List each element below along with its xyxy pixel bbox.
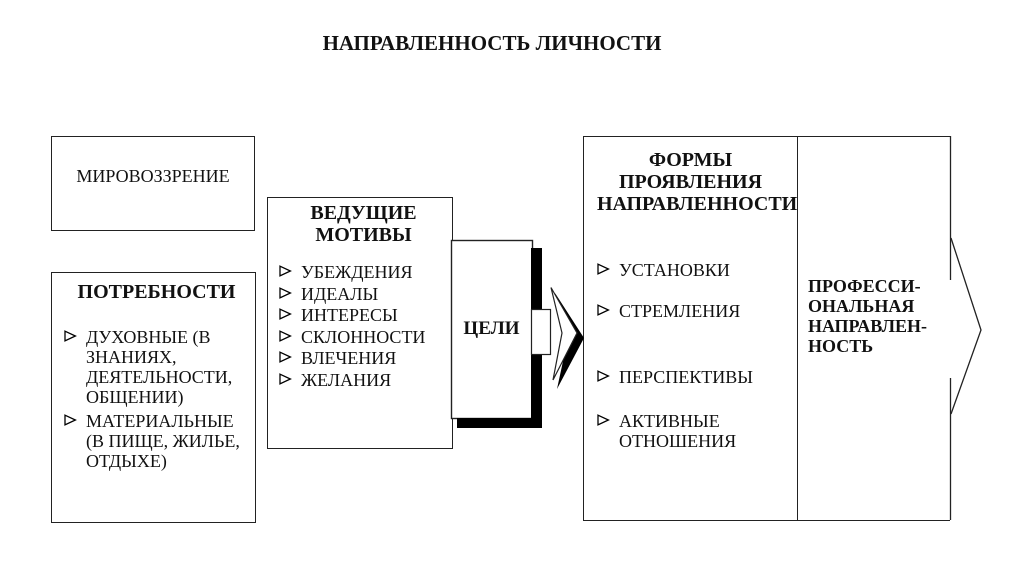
arrowhead-bullet-icon: [597, 367, 619, 382]
arrowhead-bullet-icon: [597, 411, 619, 426]
list-item-label: ВЛЕЧЕНИЯ: [301, 348, 397, 368]
goals-label: ЦЕЛИ: [463, 318, 520, 339]
needs-list: ДУХОВНЫЕ (В ЗНАНИЯХ, ДЕЯТЕЛЬНОСТИ, ОБЩЕН…: [64, 327, 249, 471]
list-item: ЖЕЛАНИЯ: [279, 370, 448, 392]
professional-orientation-section: ПРОФЕССИ- ОНАЛЬНАЯ НАПРАВЛЕН- НОСТЬ: [797, 136, 950, 521]
list-item-label: АКТИВНЫЕ ОТНОШЕНИЯ: [619, 411, 737, 451]
list-item-label: ИНТЕРЕСЫ: [301, 305, 398, 325]
list-item: ИНТЕРЕСЫ: [279, 305, 448, 327]
list-item-label: ЖЕЛАНИЯ: [301, 369, 392, 390]
diagram-title: НАПРАВЛЕННОСТЬ ЛИЧНОСТИ: [322, 31, 662, 55]
goals-block-arrow-icon: [450, 239, 584, 428]
motives-list: УБЕЖДЕНИЯ ИДЕАЛЫ ИНТЕРЕСЫ СКЛОННОСТИ: [279, 262, 448, 391]
list-item: ИДЕАЛЫ: [279, 284, 448, 306]
list-item: УБЕЖДЕНИЯ: [279, 262, 448, 284]
arrowhead-bullet-icon: [597, 260, 619, 275]
arrowhead-bullet-icon: [279, 348, 301, 363]
list-item-label: СКЛОННОСТИ: [301, 326, 426, 347]
arrowhead-bullet-icon: [279, 327, 301, 342]
list-item: СКЛОННОСТИ: [279, 327, 448, 349]
manifestation-forms-box: ФОРМЫ ПРОЯВЛЕНИЯ НАПРАВЛЕННОСТИ УСТАНОВК…: [583, 136, 798, 521]
list-item-label: СТРЕМЛЕНИЯ: [619, 301, 741, 321]
arrowhead-bullet-icon: [279, 370, 301, 385]
arrowhead-bullet-icon: [597, 301, 619, 316]
needs-title: ПОТРЕБНОСТИ: [77, 281, 236, 303]
list-item-label: ИДЕАЛЫ: [301, 283, 379, 304]
list-item-label: ПЕРСПЕКТИВЫ: [619, 367, 753, 387]
professional-chevron-right-icon: [949, 136, 982, 520]
arrowhead-bullet-icon: [279, 284, 301, 299]
list-item: УСТАНОВКИ: [597, 260, 784, 280]
list-item-label: ДУХОВНЫЕ (В ЗНАНИЯХ, ДЕЯТЕЛЬНОСТИ, ОБЩЕН…: [86, 327, 233, 407]
list-item: ПЕРСПЕКТИВЫ: [597, 367, 784, 387]
list-item-label: УБЕЖДЕНИЯ: [301, 262, 413, 282]
professional-label: ПРОФЕССИ- ОНАЛЬНАЯ НАПРАВЛЕН- НОСТЬ: [808, 276, 927, 356]
list-item: МАТЕРИАЛЬНЫЕ (В ПИЩЕ, ЖИЛЬЕ, ОТДЫХЕ): [64, 411, 249, 471]
list-item: АКТИВНЫЕ ОТНОШЕНИЯ: [597, 411, 784, 451]
motives-title: ВЕДУЩИЕ МОТИВЫ: [310, 202, 417, 246]
arrowhead-bullet-icon: [279, 305, 301, 320]
forms-title: ФОРМЫ ПРОЯВЛЕНИЯ НАПРАВЛЕННОСТИ: [597, 149, 798, 215]
list-item-label: УСТАНОВКИ: [619, 260, 730, 280]
arrowhead-bullet-icon: [279, 262, 301, 277]
arrowhead-bullet-icon: [64, 411, 86, 426]
arrowhead-bullet-icon: [64, 327, 86, 342]
list-item: СТРЕМЛЕНИЯ: [597, 301, 784, 321]
needs-box: ПОТРЕБНОСТИ ДУХОВНЫЕ (В ЗНАНИЯХ, ДЕЯТЕЛЬ…: [51, 272, 256, 523]
list-item: ДУХОВНЫЕ (В ЗНАНИЯХ, ДЕЯТЕЛЬНОСТИ, ОБЩЕН…: [64, 327, 249, 407]
list-item-label: МАТЕРИАЛЬНЫЕ (В ПИЩЕ, ЖИЛЬЕ, ОТДЫХЕ): [86, 411, 240, 471]
list-item: ВЛЕЧЕНИЯ: [279, 348, 448, 370]
worldview-box: МИРОВОЗЗРЕНИЕ: [51, 136, 255, 231]
leading-motives-box: ВЕДУЩИЕ МОТИВЫ УБЕЖДЕНИЯ ИДЕАЛЫ ИНТЕРЕ: [267, 197, 453, 449]
forms-list: УСТАНОВКИ СТРЕМЛЕНИЯ ПЕРСПЕКТИВЫ АКТИВНЫ…: [597, 260, 784, 451]
worldview-label: МИРОВОЗЗРЕНИЕ: [76, 166, 230, 186]
